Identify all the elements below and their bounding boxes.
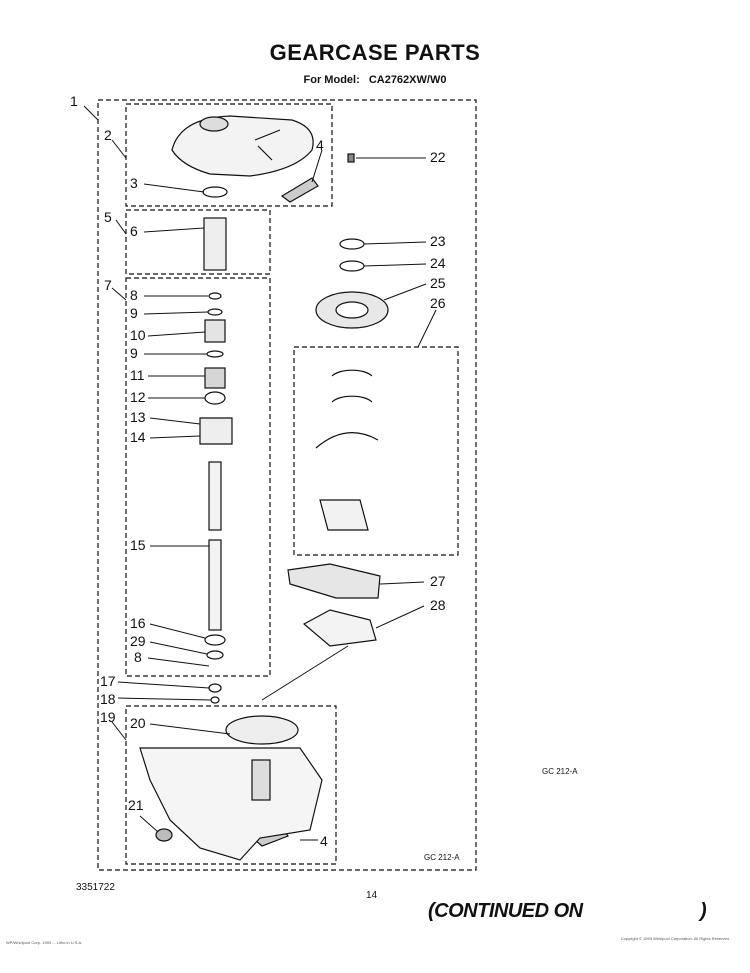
- part-number: 3351722: [76, 882, 115, 893]
- callout-25: 25: [430, 275, 446, 291]
- page-number: 14: [366, 890, 378, 901]
- pinion-box: [125, 209, 271, 275]
- callout-5: 5: [104, 209, 112, 225]
- model-number: CA2762XW/W0: [368, 74, 447, 86]
- callout-20: 20: [130, 715, 146, 731]
- continued-on: (CONTINUED ON: [428, 900, 583, 922]
- shaft-box: [125, 277, 271, 677]
- callout-14: 14: [130, 429, 146, 445]
- callout-21: 21: [128, 797, 144, 813]
- callout-7: 7: [104, 277, 112, 293]
- model-line: For Model: CA2762XW/W0: [0, 74, 750, 86]
- assembly-box: [97, 99, 477, 871]
- callout-27: 27: [430, 573, 446, 589]
- gearcase-cover-shape: [171, 115, 314, 177]
- callout-12: 12: [130, 389, 146, 405]
- callout-2: 2: [104, 127, 112, 143]
- callout-16: 16: [130, 615, 146, 631]
- callout-10: 10: [130, 327, 146, 343]
- callout-15: 15: [130, 537, 146, 553]
- callout-26: 26: [430, 295, 446, 311]
- callout-3: 3: [130, 175, 138, 191]
- callout-1: 1: [70, 93, 78, 109]
- model-label: For Model:: [303, 74, 360, 86]
- callout-17: 17: [100, 673, 116, 689]
- callout-6: 6: [130, 223, 138, 239]
- callout-11: 11: [130, 367, 145, 383]
- callout-4-bottom: 4: [320, 833, 328, 849]
- callout-29: 29: [130, 633, 146, 649]
- fine-print-left: WP/Whirlpool Corp. 1993 ... Litho in U.S…: [6, 940, 83, 945]
- diagram-code-box: GC 212-A: [424, 853, 460, 862]
- case-box: [125, 705, 337, 865]
- cover-box: [125, 103, 333, 207]
- callout-22: 22: [430, 149, 446, 165]
- callout-23: 23: [430, 233, 446, 249]
- gearcase-body-shape: [139, 747, 323, 861]
- callout-24: 24: [430, 255, 446, 271]
- diagram-code-main: GC 212-A: [542, 767, 578, 776]
- page-title: GEARCASE PARTS: [269, 40, 481, 65]
- fine-print-right: Copyright © 1993 Whirlpool Corporation. …: [620, 936, 730, 941]
- callout-28: 28: [430, 597, 446, 613]
- callout-19: 19: [100, 709, 116, 725]
- callout-4-top: 4: [316, 137, 324, 153]
- callout-13: 13: [130, 409, 146, 425]
- callout-8-upper: 8: [130, 287, 138, 303]
- callout-8-lower: 8: [134, 649, 142, 665]
- callout-18: 18: [100, 691, 116, 707]
- continued-close-paren: ): [700, 900, 707, 922]
- shifter-box: [293, 346, 459, 556]
- callout-9-lower: 9: [130, 345, 138, 361]
- callout-9-upper: 9: [130, 305, 138, 321]
